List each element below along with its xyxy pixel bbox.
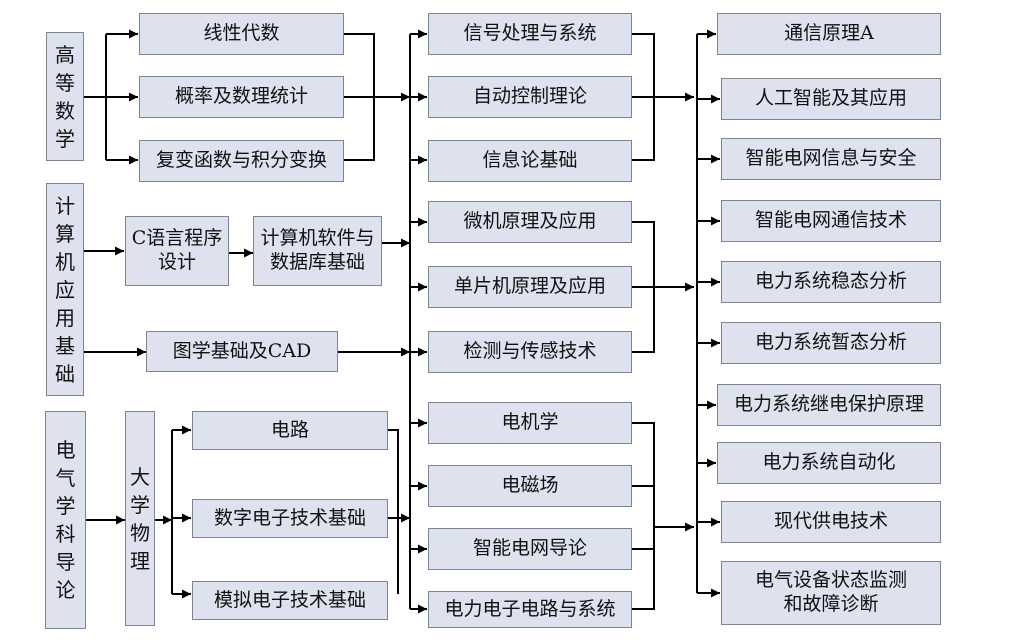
node-c-language: C语言程序 设计: [125, 216, 229, 286]
node-ai: 人工智能及其应用: [721, 78, 941, 120]
linear-algebra-out: [344, 33, 375, 97]
node-software-db: 计算机软件与 数据库基础: [253, 216, 382, 286]
node-math: 高等数学: [46, 32, 84, 161]
node-complex-functions: 复变函数与积分变换: [139, 140, 344, 182]
node-math-label: 高等数学: [55, 42, 75, 151]
node-physics-label: 大学物理: [130, 464, 150, 573]
node-linear-algebra: 线性代数: [139, 13, 344, 55]
machines-out: [632, 422, 655, 610]
node-analog: 模拟电子技术基础: [192, 581, 388, 620]
node-probability: 概率及数理统计: [139, 76, 344, 118]
node-mcu: 单片机原理及应用: [428, 266, 632, 308]
node-computer: 计算机应用基础: [46, 183, 84, 396]
node-grid-security: 智能电网信息与安全: [721, 138, 941, 180]
node-power-electronics: 电力电子电路与系统: [428, 591, 632, 628]
node-ee-intro-label: 电气学科导论: [55, 438, 76, 602]
node-circuits: 电路: [192, 411, 388, 450]
node-grid-comm: 智能电网通信技术: [721, 200, 941, 242]
node-info-theory: 信息论基础: [428, 140, 632, 182]
node-power-supply: 现代供电技术: [721, 501, 941, 543]
node-microcomputer: 微机原理及应用: [428, 201, 632, 243]
node-ee-intro: 电气学科导论: [45, 411, 86, 629]
node-machines: 电机学: [428, 402, 632, 444]
node-em-field: 电磁场: [428, 465, 632, 507]
node-graphics-cad: 图学基础及CAD: [146, 331, 338, 372]
node-transient: 电力系统暂态分析: [721, 322, 941, 364]
node-sensors: 检测与传感技术: [428, 331, 632, 373]
node-steady-state: 电力系统稳态分析: [721, 261, 941, 303]
node-monitoring: 电气设备状态监测 和故障诊断: [721, 561, 941, 625]
node-digital: 数字电子技术基础: [192, 499, 388, 538]
circuits-out: [388, 429, 399, 518]
node-smart-grid-intro: 智能电网导论: [428, 528, 632, 570]
complex-functions-out: [344, 97, 375, 161]
node-relay: 电力系统继电保护原理: [717, 384, 941, 426]
node-physics: 大学物理: [125, 411, 155, 626]
node-control: 自动控制理论: [428, 76, 632, 118]
node-computer-label: 计算机应用基础: [55, 193, 75, 386]
node-signals: 信号处理与系统: [428, 13, 632, 55]
node-automation: 电力系统自动化: [717, 442, 941, 484]
node-communication: 通信原理A: [717, 13, 941, 55]
